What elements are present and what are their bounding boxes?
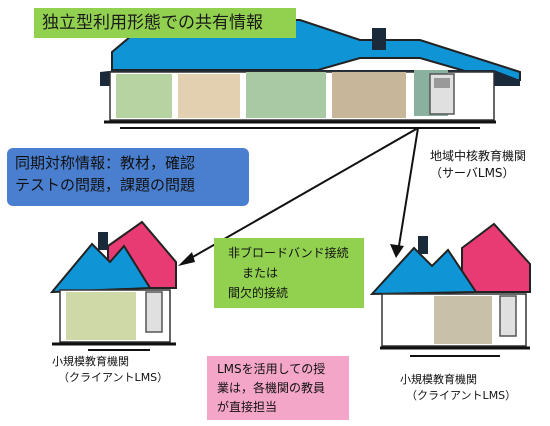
right-chimney (418, 236, 428, 254)
classroom-image-4 (332, 72, 406, 118)
left-machine-icon (145, 291, 163, 333)
left-school-name: 小規模教育機関 (52, 355, 129, 368)
arrow-head-left (178, 252, 195, 266)
classroom-image-1 (116, 74, 172, 118)
right-roof-blue (369, 246, 478, 296)
lms-note-line-1: LMSを活用しての授 (217, 362, 326, 376)
left-classroom-image (66, 292, 136, 340)
connection-line-1: 非ブロードバンド接続 (228, 246, 349, 260)
right-roof-pink (461, 222, 531, 293)
right-school-role: （クライアントLMS） (406, 389, 517, 402)
left-school-house (49, 220, 177, 351)
sync-info-line-2: テストの問題，課題の問題 (15, 176, 196, 194)
arrow-to-right-school (397, 127, 419, 253)
connection-line-3: 間欠的接続 (228, 286, 289, 300)
sync-info-line-1: 同期対称情報：教材，確認 (15, 154, 196, 172)
classroom-images (116, 70, 448, 118)
left-chimney (98, 232, 108, 250)
diagram-title: 独立型利用形態での共有情報 (34, 8, 296, 38)
connection-box: 非ブロードバンド接続 または 間欠的接続 (214, 238, 364, 308)
right-school-label: 小規模教育機関 （クライアントLMS） (400, 372, 516, 404)
server-machine-panel (434, 78, 450, 88)
right-machine-icon (499, 295, 517, 337)
arrow-head-right (390, 244, 404, 258)
left-school-role: （クライアントLMS） (58, 371, 169, 384)
server-house (100, 19, 521, 129)
lms-note-line-3: が直接担当 (217, 400, 278, 414)
server-label: 地域中核教育機関 （サーバLMS） (430, 148, 526, 182)
classroom-image-3 (246, 72, 326, 118)
server-chimney (372, 28, 386, 50)
right-school-house (369, 222, 531, 357)
lms-note-box: LMSを活用しての授 業は，各機関の教員 が直接担当 (207, 356, 349, 420)
connection-line-2: または (242, 266, 279, 280)
server-name: 地域中核教育機関 (430, 149, 527, 163)
lms-note-line-2: 業は，各機関の教員 (217, 381, 326, 395)
right-school-name: 小規模教育機関 (400, 373, 477, 386)
left-school-label: 小規模教育機関 （クライアントLMS） (52, 354, 168, 386)
server-role: （サーバLMS） (430, 166, 515, 180)
left-roof-blue (49, 242, 152, 294)
right-classroom-image (434, 296, 492, 344)
classroom-image-2 (178, 74, 240, 118)
sync-info-box: 同期対称情報：教材，確認 テストの問題，課題の問題 (7, 148, 249, 206)
